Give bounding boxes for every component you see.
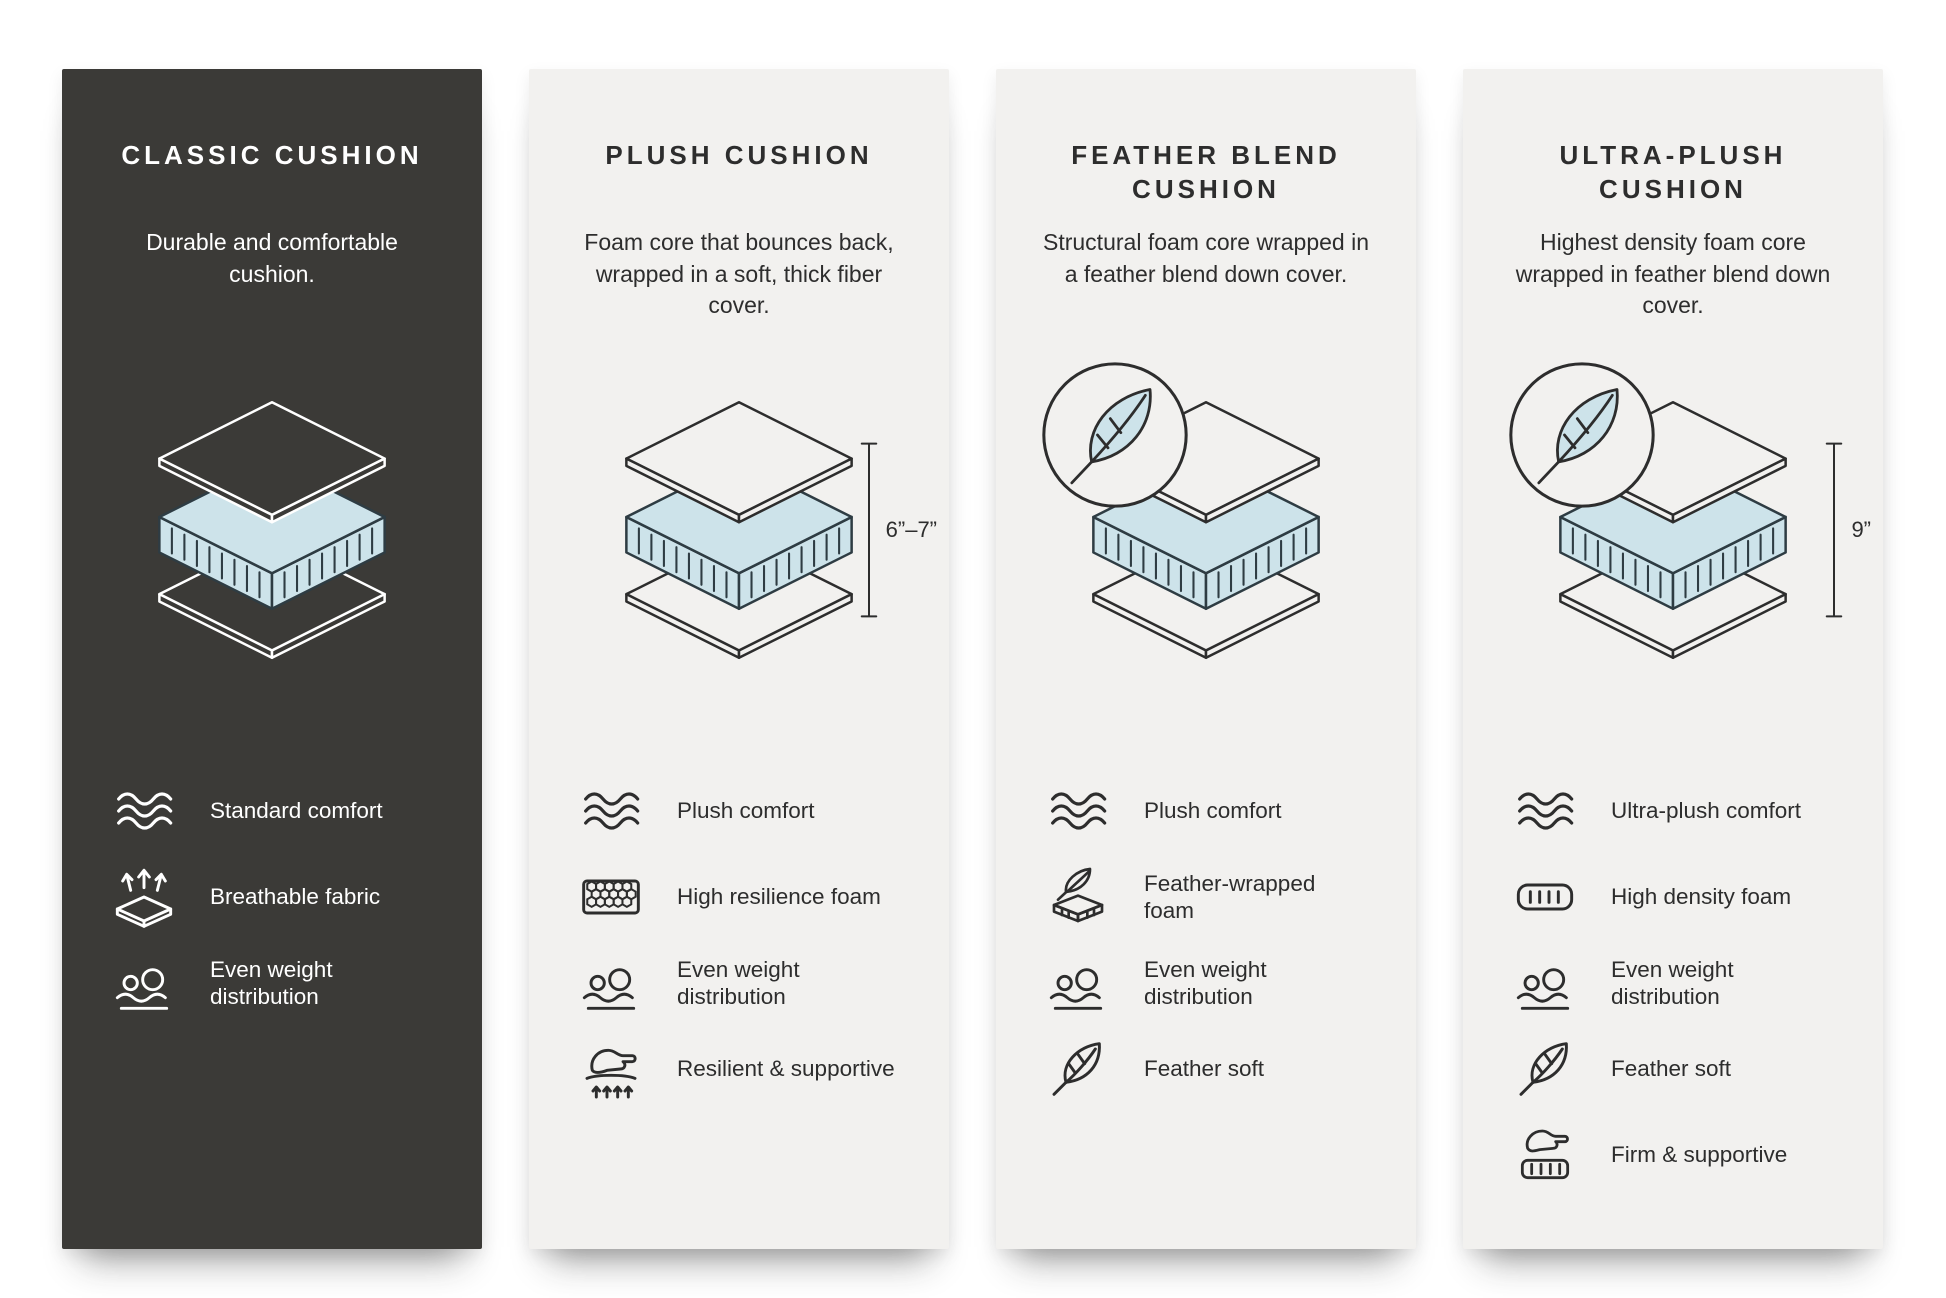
panel-title: FEATHER BLEND CUSHION bbox=[1071, 140, 1341, 204]
cushion-diagram: 9” bbox=[1527, 398, 1871, 661]
height-dimension: 6”–7” bbox=[859, 432, 937, 628]
feature-row: Firm & supportive bbox=[1513, 1123, 1849, 1187]
high-resilience-foam-icon bbox=[579, 865, 643, 929]
diagram-zone bbox=[96, 349, 448, 709]
feature-label: Even weight distribution bbox=[677, 956, 800, 1009]
feature-label: Feather soft bbox=[1144, 1056, 1265, 1082]
diagram-zone: 9” bbox=[1497, 349, 1871, 709]
panel-feather-blend-cushion: FEATHER BLEND CUSHION Structural foam co… bbox=[996, 69, 1416, 1249]
feature-label: Plush comfort bbox=[1144, 798, 1282, 824]
feature-label: Even weight distribution bbox=[210, 956, 333, 1009]
feature-label: Resilient & supportive bbox=[677, 1056, 895, 1082]
height-dimension-label: 6”–7” bbox=[885, 516, 937, 542]
feather-wrapped-foam-icon bbox=[1046, 865, 1110, 929]
panel-title: CLASSIC CUSHION bbox=[121, 140, 423, 170]
waves-icon bbox=[579, 779, 643, 843]
feature-row: High density foam bbox=[1513, 865, 1849, 929]
high-density-foam-icon bbox=[1513, 865, 1577, 929]
feather-icon bbox=[1046, 1037, 1110, 1101]
cushion-diagram: 6”–7” bbox=[593, 398, 937, 661]
even-weight-icon bbox=[1046, 951, 1110, 1015]
feature-row: Even weight distribution bbox=[1046, 951, 1382, 1015]
breathable-fabric-icon bbox=[112, 865, 176, 929]
feature-row: Plush comfort bbox=[1046, 779, 1382, 843]
feature-row: Feather‑wrapped foam bbox=[1046, 865, 1382, 929]
feature-label: Ultra-plush comfort bbox=[1611, 798, 1802, 824]
panel-plush-cushion: PLUSH CUSHION Foam core that bounces bac… bbox=[529, 69, 949, 1249]
cushion-diagram bbox=[126, 398, 418, 661]
feather-badge-icon bbox=[1038, 358, 1192, 512]
panel-description: Foam core that bounces back, wrapped in … bbox=[584, 229, 894, 319]
panel-title: PLUSH CUSHION bbox=[605, 140, 873, 170]
feature-row: High resilience foam bbox=[579, 865, 915, 929]
feature-list: Plush comfort Feather‑wrapped foam Even … bbox=[1030, 779, 1382, 1101]
feature-row: Even weight distribution bbox=[112, 951, 448, 1015]
waves-icon bbox=[112, 779, 176, 843]
feather-icon bbox=[1513, 1037, 1577, 1101]
cushion-diagram bbox=[1060, 398, 1352, 661]
panel-description: Highest density foam core wrapped in fea… bbox=[1515, 229, 1831, 319]
waves-icon bbox=[1046, 779, 1110, 843]
feature-list: Ultra-plush comfort High density foam Ev… bbox=[1497, 779, 1849, 1187]
waves-icon bbox=[1513, 779, 1577, 843]
height-dimension-line bbox=[1826, 442, 1843, 617]
even-weight-icon bbox=[579, 951, 643, 1015]
feature-row: Standard comfort bbox=[112, 779, 448, 843]
panel-header: PLUSH CUSHION Foam core that bounces bac… bbox=[563, 69, 915, 349]
height-dimension: 9” bbox=[1824, 432, 1871, 628]
height-dimension-label: 9” bbox=[1851, 516, 1871, 542]
feature-label: Even weight distribution bbox=[1611, 956, 1734, 1009]
panel-title: ULTRA-PLUSH CUSHION bbox=[1559, 140, 1787, 204]
feature-label: Feather‑wrapped foam bbox=[1144, 870, 1316, 923]
firm-supportive-icon bbox=[1513, 1123, 1577, 1187]
feature-row: Ultra-plush comfort bbox=[1513, 779, 1849, 843]
feature-label: Feather soft bbox=[1611, 1056, 1732, 1082]
feature-row: Resilient & supportive bbox=[579, 1037, 915, 1101]
resilient-supportive-icon bbox=[579, 1037, 643, 1101]
even-weight-icon bbox=[112, 951, 176, 1015]
cushion-layers-illustration bbox=[593, 398, 885, 661]
panel-ultra-plush-cushion: ULTRA-PLUSH CUSHION Highest density foam… bbox=[1463, 69, 1883, 1249]
panel-header: CLASSIC CUSHION Durable and comfortable … bbox=[96, 69, 448, 349]
feature-label: Breathable fabric bbox=[210, 884, 381, 910]
feature-row: Feather soft bbox=[1513, 1037, 1849, 1101]
feature-row: Plush comfort bbox=[579, 779, 915, 843]
even-weight-icon bbox=[1513, 951, 1577, 1015]
feature-list: Standard comfort Breathable fabric Even … bbox=[96, 779, 448, 1015]
height-dimension-line bbox=[860, 442, 877, 617]
feature-row: Breathable fabric bbox=[112, 865, 448, 929]
feature-label: Plush comfort bbox=[677, 798, 815, 824]
feature-label: High density foam bbox=[1611, 884, 1792, 910]
panel-header: ULTRA-PLUSH CUSHION Highest density foam… bbox=[1497, 69, 1849, 349]
panel-classic-cushion: CLASSIC CUSHION Durable and comfortable … bbox=[62, 69, 482, 1249]
panel-description: Durable and comfortable cushion. bbox=[146, 229, 398, 287]
feature-label: Firm & supportive bbox=[1611, 1142, 1788, 1168]
cushion-layers-illustration bbox=[126, 398, 418, 661]
panel-description: Structural foam core wrapped in a feathe… bbox=[1043, 229, 1369, 287]
feature-row: Even weight distribution bbox=[1513, 951, 1849, 1015]
feature-row: Feather soft bbox=[1046, 1037, 1382, 1101]
diagram-zone bbox=[1030, 349, 1382, 709]
feature-label: Standard comfort bbox=[210, 798, 383, 824]
feature-list: Plush comfort High resilience foam Even … bbox=[563, 779, 915, 1101]
feather-badge-icon bbox=[1505, 358, 1659, 512]
feature-row: Even weight distribution bbox=[579, 951, 915, 1015]
feature-label: High resilience foam bbox=[677, 884, 881, 910]
diagram-zone: 6”–7” bbox=[563, 349, 937, 709]
feature-label: Even weight distribution bbox=[1144, 956, 1267, 1009]
panel-header: FEATHER BLEND CUSHION Structural foam co… bbox=[1030, 69, 1382, 349]
